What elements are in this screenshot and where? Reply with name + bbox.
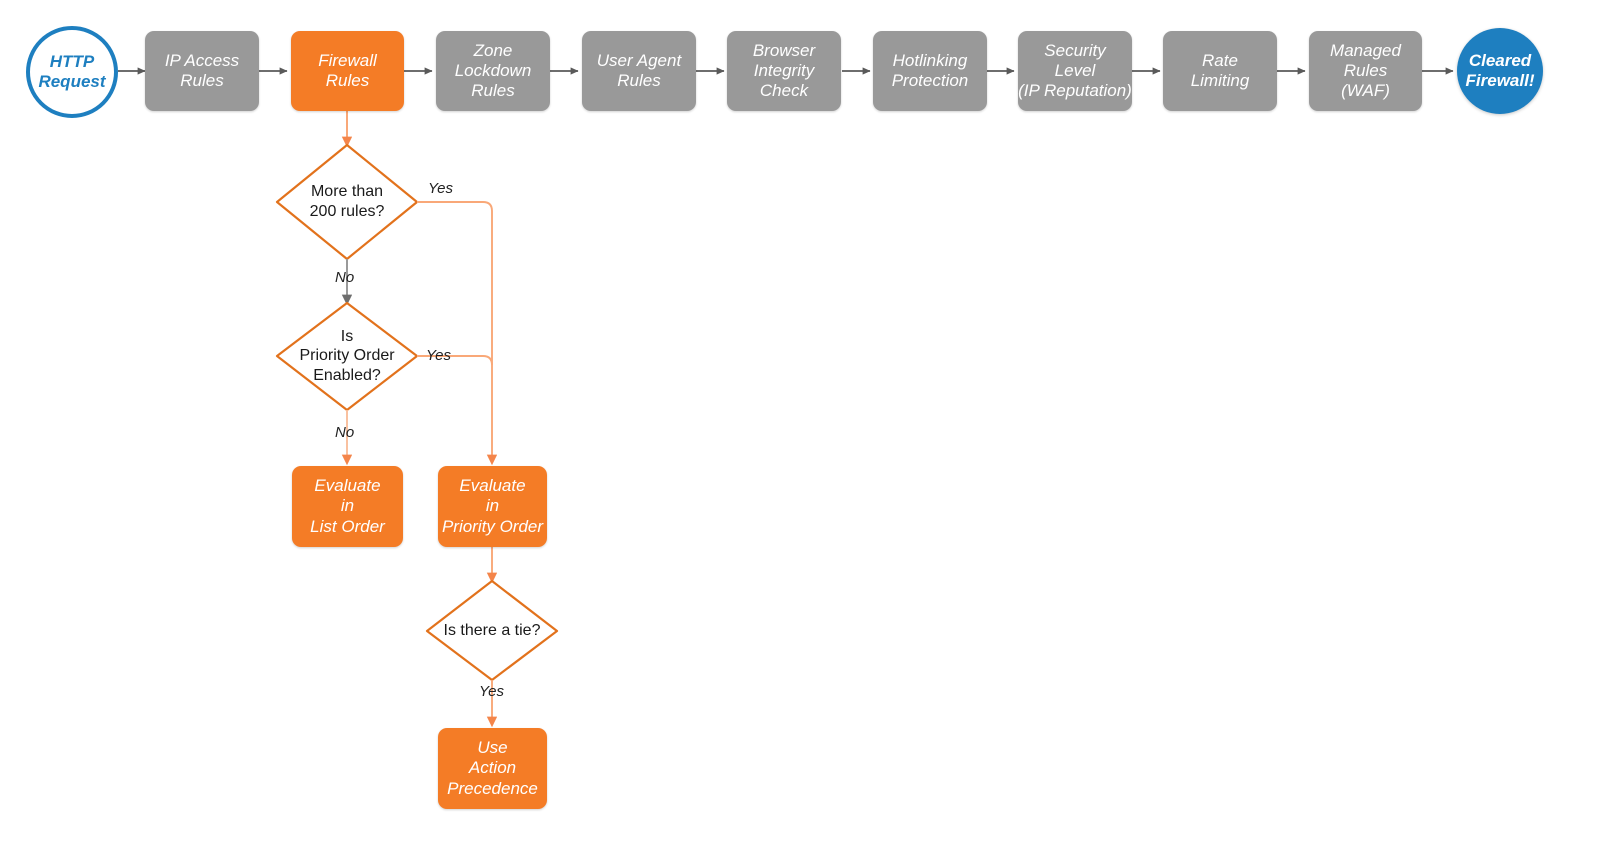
decision-label-is-priority-order-enabled: Is Priority Order Enabled?: [299, 327, 395, 384]
node-user-agent-rules[interactable]: User Agent Rules: [582, 31, 696, 111]
edge-label-decision2-no: No: [335, 424, 355, 441]
node-zone-lockdown-rules[interactable]: Zone Lockdown Rules: [436, 31, 550, 111]
node-security-level[interactable]: Security Level (IP Reputation): [1018, 31, 1132, 111]
decision-more-than-200-rules-shape: [275, 143, 419, 261]
node-firewall-rules[interactable]: Firewall Rules: [291, 31, 404, 111]
edge-label-decision2-yes: Yes: [426, 347, 452, 364]
decision-is-there-a-tie-shape: [425, 579, 559, 682]
edge-label-decision3-yes: Yes: [479, 683, 505, 700]
edge-label-decision1-yes: Yes: [428, 180, 454, 197]
node-evaluate-in-list-order[interactable]: Evaluate in List Order: [292, 466, 403, 547]
node-ip-access-rules[interactable]: IP Access Rules: [145, 31, 259, 111]
decision-label-is-there-a-tie: Is there a tie?: [443, 622, 541, 640]
node-managed-rules-waf[interactable]: Managed Rules (WAF): [1309, 31, 1422, 111]
node-hotlinking-protection[interactable]: Hotlinking Protection: [873, 31, 987, 111]
edge-label-decision1-no: No: [335, 269, 355, 286]
node-evaluate-in-priority-order[interactable]: Evaluate in Priority Order: [438, 466, 547, 547]
decision-is-priority-order-enabled-shape: [275, 301, 419, 412]
wire-decision1-yes: [417, 201, 498, 466]
node-rate-limiting[interactable]: Rate Limiting: [1163, 31, 1277, 111]
node-use-action-precedence[interactable]: Use Action Precedence: [438, 728, 547, 809]
node-http-request[interactable]: HTTP Request: [26, 26, 118, 118]
node-cleared-firewall[interactable]: Cleared Firewall!: [1457, 28, 1543, 114]
decision-label-more-than-200-rules: More than 200 rules?: [309, 183, 385, 220]
node-browser-integrity-check[interactable]: Browser Integrity Check: [727, 31, 841, 111]
